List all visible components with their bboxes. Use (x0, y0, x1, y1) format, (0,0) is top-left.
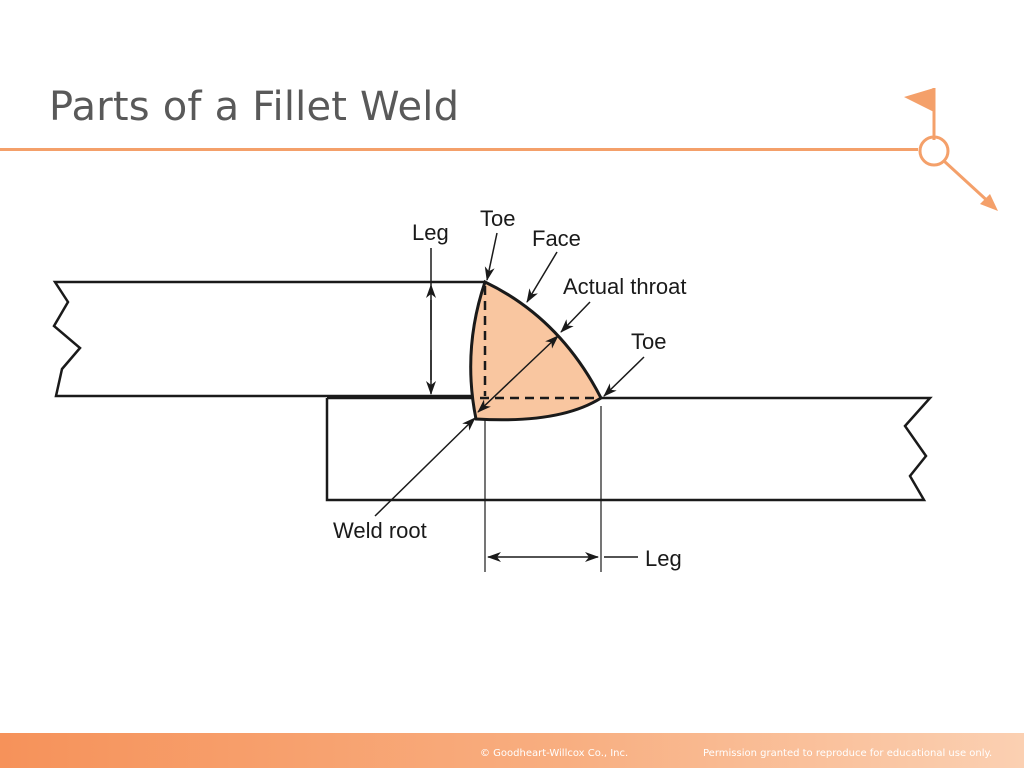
label-toe-right: Toe (631, 329, 666, 354)
flag-circle (918, 135, 950, 167)
face-leader (526, 251, 558, 303)
toe-right-leader (603, 356, 645, 397)
flag-arrowhead (980, 194, 998, 211)
slide-title: Parts of a Fillet Weld (49, 84, 460, 130)
label-leg-vertical: Leg (412, 220, 449, 245)
flag-shape (904, 88, 934, 112)
top-plate (52, 280, 485, 398)
label-face: Face (532, 226, 581, 251)
footer-permission: Permission granted to reproduce for educ… (703, 748, 993, 759)
flag-arrow-shaft (942, 159, 994, 207)
footer-copyright: © Goodheart-Willcox Co., Inc. (480, 748, 629, 759)
bottom-plate (325, 396, 933, 502)
throat-dimension-up (517, 335, 559, 375)
weld-bead (469, 279, 603, 422)
title-divider (0, 148, 918, 151)
label-weld-root: Weld root (333, 518, 427, 543)
label-leg-horizontal: Leg (645, 546, 682, 571)
toe-top-leader (484, 232, 498, 281)
label-actual-throat: Actual throat (563, 274, 687, 299)
throat-dimension-down (477, 373, 519, 413)
label-toe-top: Toe (480, 206, 515, 231)
footer-bar (0, 733, 1024, 768)
throat-leader (560, 301, 591, 333)
weld-root-leader (374, 417, 476, 517)
flag-compass-icon (904, 88, 998, 211)
